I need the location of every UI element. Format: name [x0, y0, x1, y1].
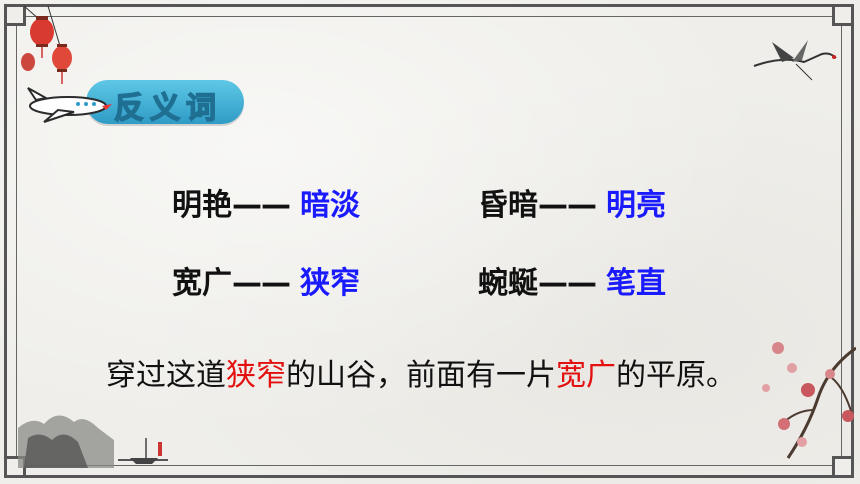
antonym-pair: 明艳—— 暗淡	[172, 180, 360, 224]
pair-answer: 暗淡	[300, 188, 360, 223]
pair-answer: 笔直	[606, 266, 666, 301]
crane-icon	[753, 40, 837, 81]
antonym-pair: 宽广—— 狭窄	[172, 258, 360, 302]
pair-dash: ——	[232, 188, 291, 223]
airplane-icon	[27, 87, 112, 123]
pair-word: 昏暗	[478, 188, 538, 223]
pair-dash: ——	[538, 266, 597, 301]
inner-frame	[16, 16, 842, 466]
antonym-pair: 昏暗—— 明亮	[478, 180, 666, 224]
sentence-highlight: 宽广	[556, 358, 616, 393]
pair-dash: ——	[232, 266, 291, 301]
frame-corner	[832, 456, 854, 478]
sentence-text: 的平原。	[616, 358, 736, 393]
pair-word: 明艳	[172, 188, 232, 223]
frame-corner	[4, 4, 26, 26]
antonym-pair: 蜿蜒—— 笔直	[478, 258, 666, 302]
plum-blossom-icon	[762, 342, 856, 459]
lantern-icon	[21, 6, 72, 84]
frame-corner	[832, 4, 854, 26]
landscape-icon	[18, 415, 168, 468]
pair-word: 宽广	[172, 266, 232, 301]
outer-frame	[4, 4, 854, 478]
pair-word: 蜿蜒	[478, 266, 538, 301]
title-pill: 反义词	[86, 80, 244, 127]
section-title-badge: 反义词	[24, 80, 244, 127]
sentence-highlight: 狭窄	[226, 358, 286, 393]
pair-answer: 狭窄	[300, 266, 360, 301]
sentence-text: 的山谷，前面有一片	[286, 358, 556, 393]
example-sentence: 穿过这道狭窄的山谷，前面有一片宽广的平原。	[106, 350, 736, 394]
sentence-text: 穿过这道	[106, 358, 226, 393]
section-title: 反义词	[113, 90, 222, 127]
pair-answer: 明亮	[606, 188, 666, 223]
pair-dash: ——	[538, 188, 597, 223]
